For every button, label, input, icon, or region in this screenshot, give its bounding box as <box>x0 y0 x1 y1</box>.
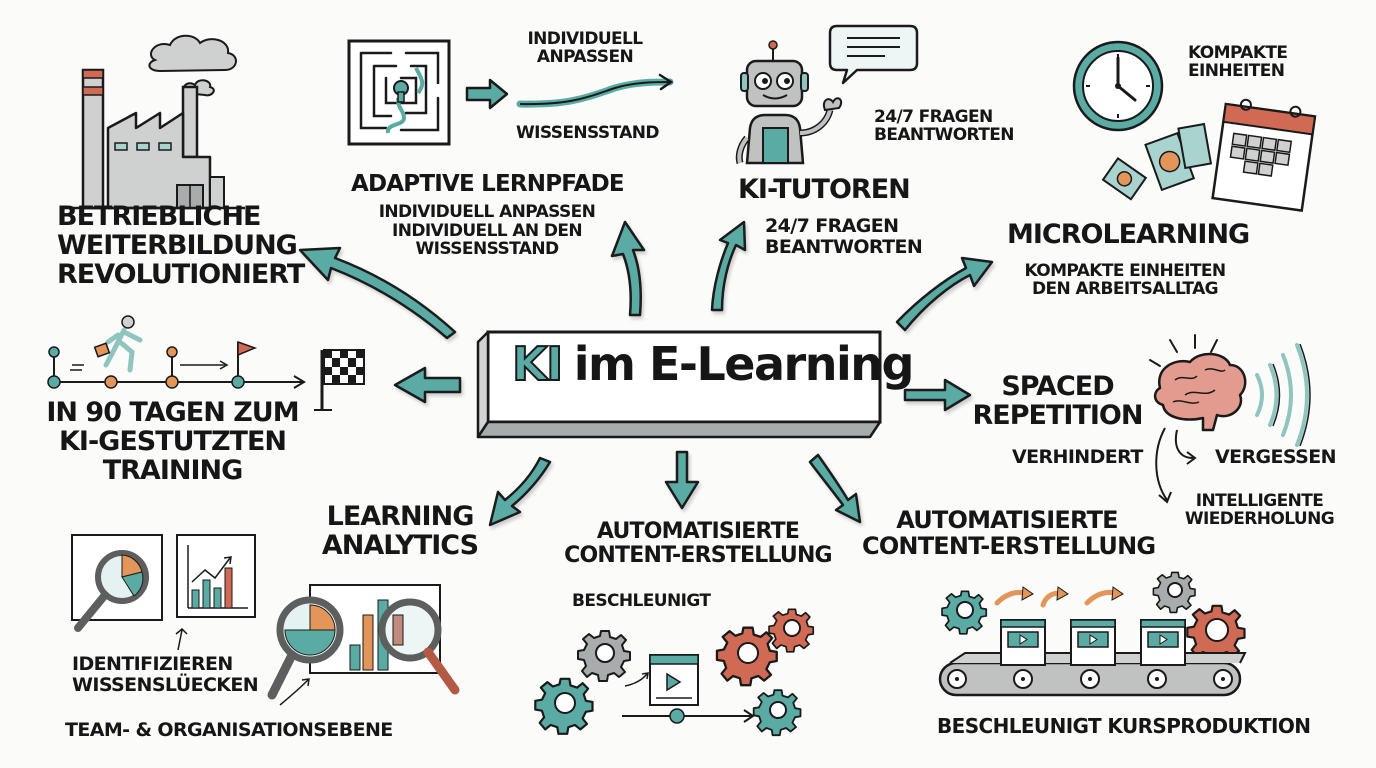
arrow-content-center <box>664 450 700 510</box>
gears-video-icon <box>534 608 815 737</box>
spaced-subtitle: verhindert <box>1012 446 1143 468</box>
arrow-spaced <box>903 378 972 412</box>
arrow-microlearning <box>895 256 994 332</box>
robot-icon <box>735 24 919 165</box>
arrow-analytics <box>488 456 552 527</box>
clock-calendar-icon <box>1072 40 1317 212</box>
content-right-caption: Beschleunigt Kursproduktion <box>937 714 1311 738</box>
content-right-title: Automatisierte Content-Erstellung <box>862 506 1156 560</box>
tutoren-annotation: 24/7 Fragen beantworten <box>874 107 1015 146</box>
progress-curve-icon <box>516 73 674 108</box>
arrow-weiterbildung <box>298 246 457 340</box>
center-box <box>476 330 882 439</box>
arrow-tutoren <box>710 220 747 312</box>
conveyor-belt-icon <box>938 571 1247 697</box>
content-center-title: Automatisierte Content-Erstellung <box>564 519 832 568</box>
adaptive-title: Adaptive Lernpfade <box>351 171 625 197</box>
content-center-subtitle: beschleunigt <box>572 591 711 611</box>
analytics-title: Learning Analytics <box>321 501 479 562</box>
tutoren-subtitle: 24/7 Fragen beantworten <box>765 215 923 258</box>
arrow-right-icon <box>465 78 509 110</box>
adaptive-subtitle: Individuell anpassen Individuell an den … <box>378 202 596 260</box>
adaptive-annotation-top: Individuell anpassen <box>527 29 643 68</box>
microlearning-title: Microlearning <box>1007 219 1250 250</box>
spaced-title: Spaced Repetition <box>972 371 1144 432</box>
analytics-annotation-gaps: Identifizieren Wissenslüecken <box>72 653 259 696</box>
arrow-content-right <box>808 453 862 524</box>
maze-icon <box>347 39 451 146</box>
arrow-adaptive <box>610 220 646 317</box>
central-topic-ki: KI <box>511 336 564 392</box>
factory-icon <box>62 34 245 210</box>
timeline-flag-icon <box>47 315 365 411</box>
analytics-annotation-level: Team- & Organisationsebene <box>65 719 393 741</box>
spaced-annotation-forget: Vergessen <box>1215 446 1336 468</box>
roadmap-title: In 90 Tagen zum KI-gestutzten Training <box>46 397 299 487</box>
microlearning-annotation: Kompakte Einheiten <box>1188 43 1288 82</box>
magnifier-chart-icon <box>71 534 460 706</box>
brain-icon <box>1149 334 1311 504</box>
spaced-annotation-repeat: Intelligente Wiederholung <box>1184 491 1335 530</box>
adaptive-annotation-bottom: Wissensstand <box>516 123 660 143</box>
central-topic-rest: im E-Learning <box>573 337 915 391</box>
microlearning-subtitle: Kompakte Einheiten den Arbeitsalltag <box>1024 261 1226 300</box>
arrow-roadmap <box>393 366 462 404</box>
weiterbildung-title: Betriebliche Weiterbildung Revolutionier… <box>57 201 305 291</box>
tutoren-title: KI-Tutoren <box>738 174 911 205</box>
